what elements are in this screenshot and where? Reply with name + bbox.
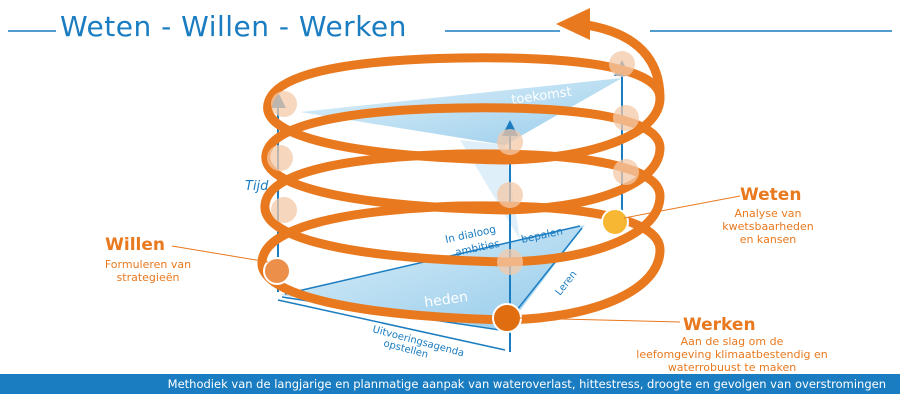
uitvoering-edge xyxy=(277,299,506,351)
connector-plane xyxy=(460,140,520,240)
spiral-top-arc xyxy=(575,19,665,103)
ring-marker xyxy=(271,197,297,223)
weten-desc-line-1: Analyse van xyxy=(734,207,801,220)
werken-desc-line-1: Aan de slag om de xyxy=(681,335,784,348)
ring-marker xyxy=(609,51,635,77)
ring-marker xyxy=(497,182,523,208)
spiral-arrowhead xyxy=(556,8,590,40)
weten-node xyxy=(601,208,629,236)
werken-desc-line-2: leefomgeving klimaatbestendig en xyxy=(636,348,827,361)
ring-marker xyxy=(613,159,639,185)
tijd-label: Tijd xyxy=(245,179,269,194)
ring-marker xyxy=(271,91,297,117)
ring-marker xyxy=(613,105,639,131)
heden-label: heden xyxy=(423,289,469,311)
willen-leader xyxy=(171,245,269,263)
willen-node xyxy=(263,257,291,285)
weten-leader xyxy=(623,195,741,219)
weten-desc-line-3: en kansen xyxy=(740,233,797,246)
page-title: Weten - Willen - Werken xyxy=(60,10,407,43)
ring-marker xyxy=(497,129,523,155)
weten-desc-line-2: kwetsbaarheden xyxy=(722,220,813,233)
weten-title: Weten xyxy=(740,185,801,205)
spiral-ring-3 xyxy=(261,103,665,215)
spiral-ring-4 xyxy=(263,53,665,165)
willen-desc-line-2: strategieën xyxy=(117,271,180,284)
werken-leader xyxy=(519,317,681,323)
ring-marker xyxy=(497,249,523,275)
footer-banner: Methodiek van de langjarige en planmatig… xyxy=(0,374,900,394)
werken-title: Werken xyxy=(683,315,756,335)
werken-desc-line-3: waterrobuust te maken xyxy=(668,361,796,374)
willen-desc-line-1: Formuleren van xyxy=(105,258,191,271)
ring-marker xyxy=(267,145,293,171)
willen-title: Willen xyxy=(105,235,165,255)
leren-label: Leren xyxy=(554,269,580,298)
werken-node xyxy=(492,303,522,333)
